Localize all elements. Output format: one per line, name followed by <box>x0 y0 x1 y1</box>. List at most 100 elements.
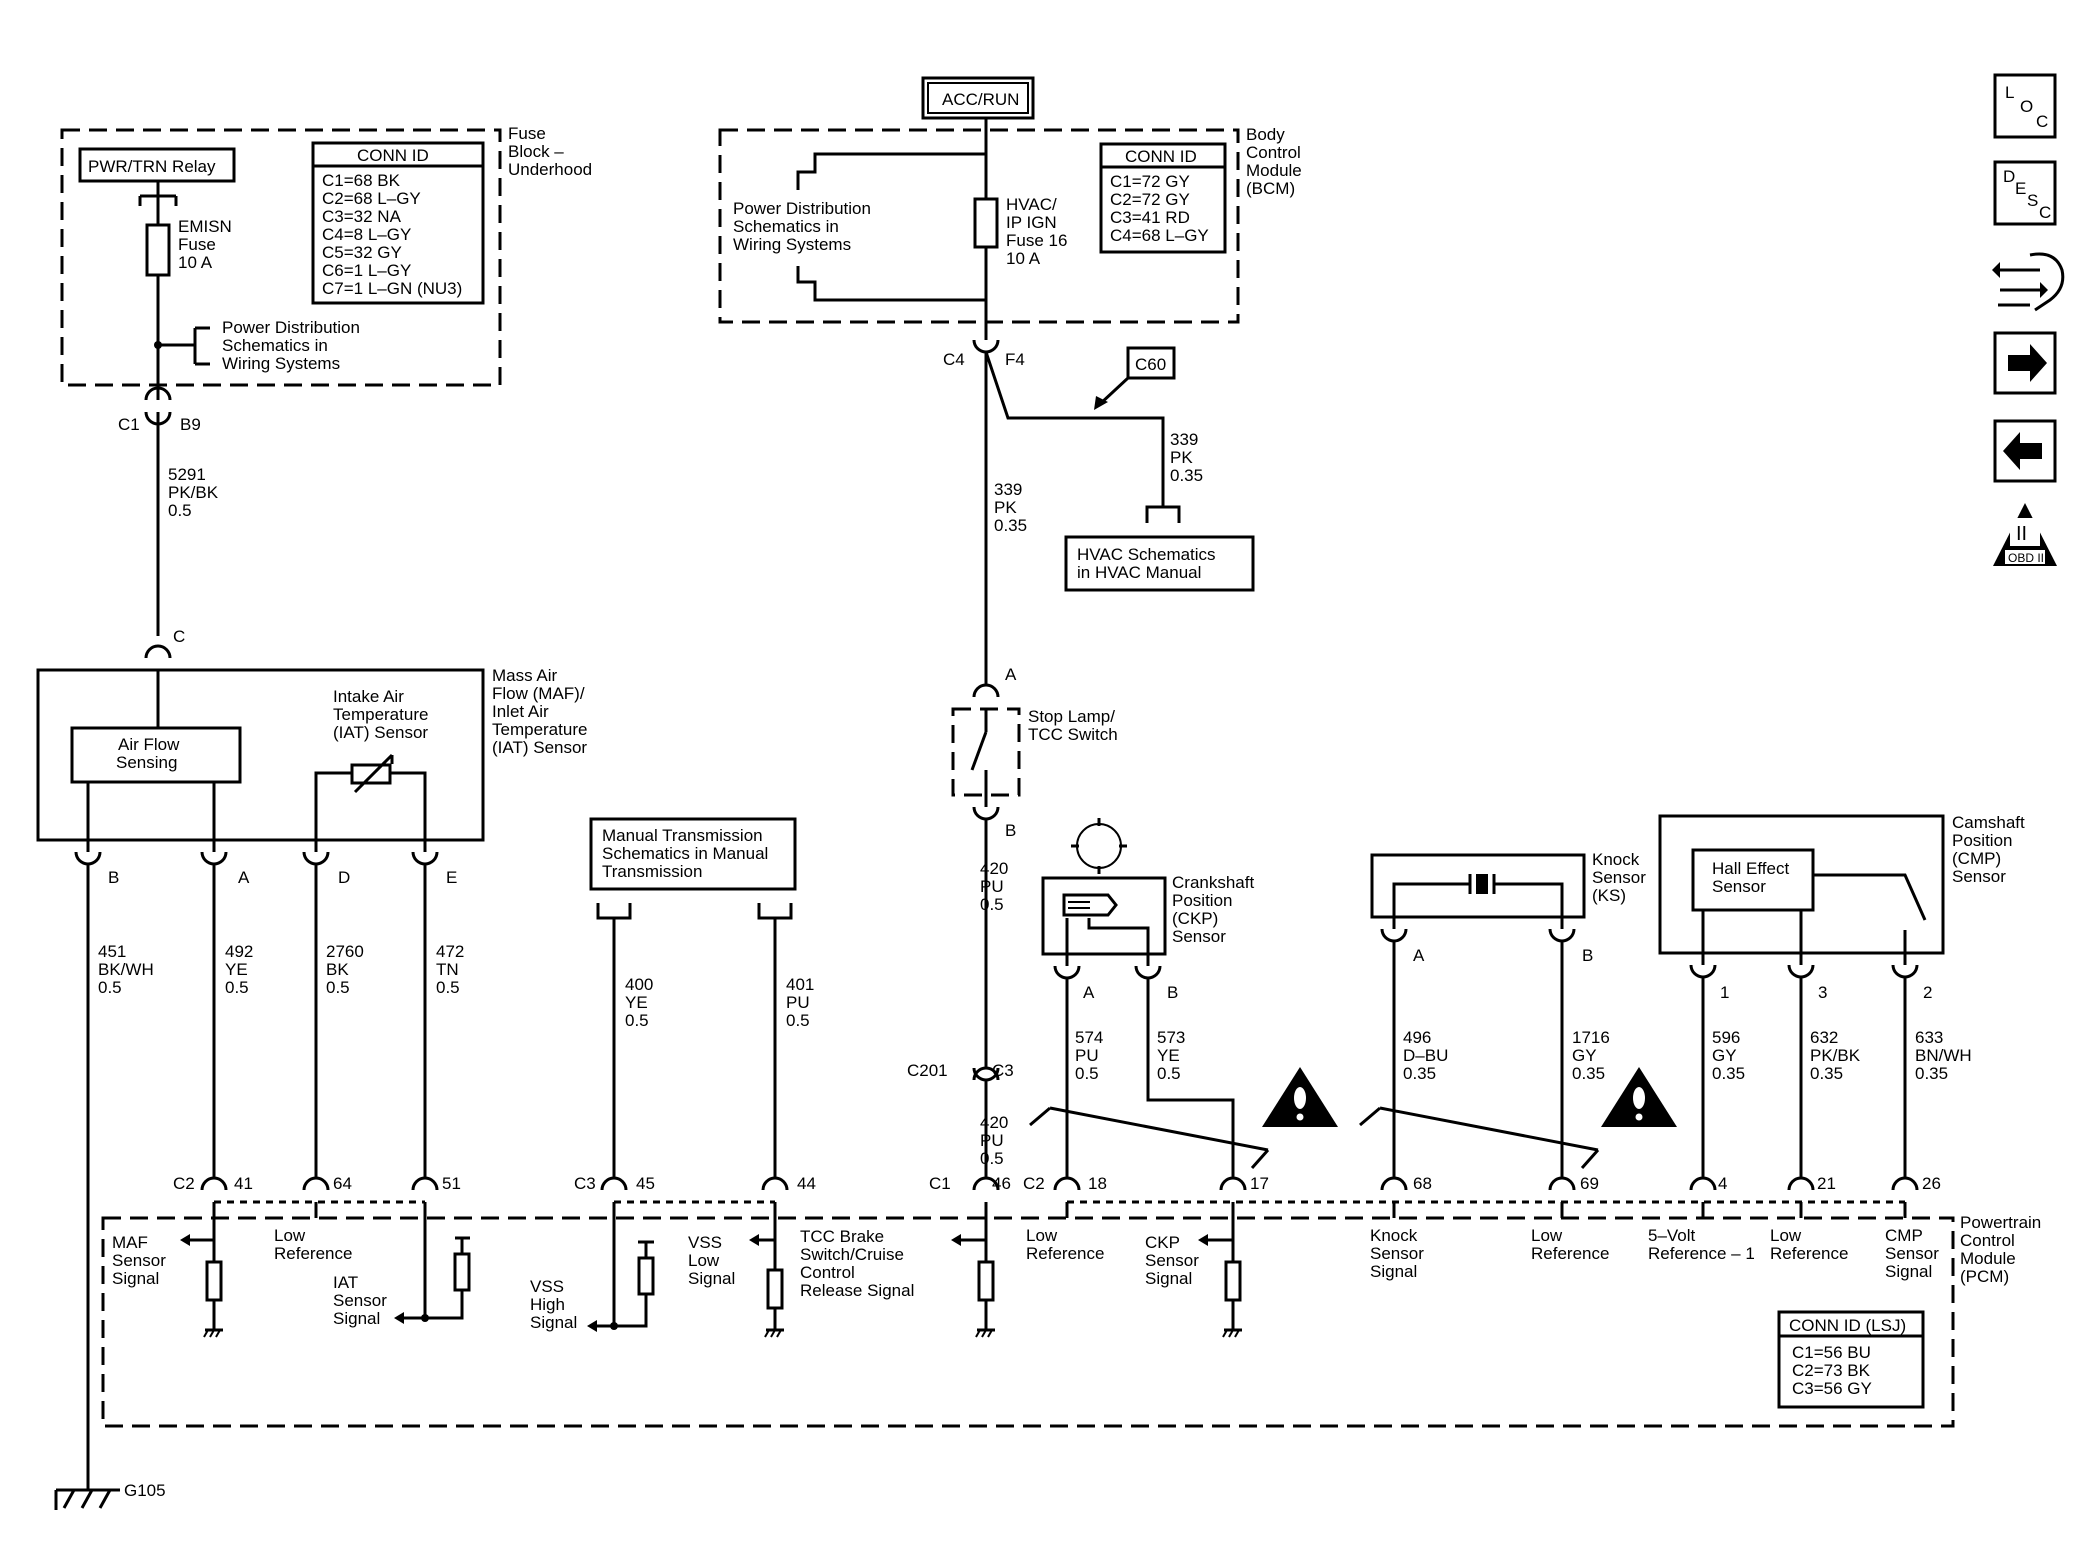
stop-lamp-pin-b: B <box>1005 821 1016 840</box>
fuse-block-pd-ref: Power Distribution Schematics in Wiring … <box>222 318 365 373</box>
maf-signal-label: MAF Sensor Signal <box>112 1233 171 1288</box>
pcm-pin-21: 21 <box>1817 1174 1836 1193</box>
fuse-block-conn-table <box>311 141 485 305</box>
stop-lamp-pin-a: A <box>1005 665 1017 684</box>
arrow-right-icon[interactable] <box>1993 331 2057 395</box>
fuse-block-title: Fuse Block – Underhood <box>508 124 592 179</box>
manual-transmission-ref <box>589 817 797 891</box>
wire-574-label: 574 PU 0.5 <box>1075 1028 1108 1083</box>
cmp-pin-1: 1 <box>1720 983 1729 1002</box>
c60-box <box>1126 346 1176 380</box>
arrow-left-icon[interactable] <box>1993 419 2057 483</box>
fuse-block-underhood: Fuse Block – Underhood PWR/TRN Relay EMI… <box>60 124 592 400</box>
c60-label: C60 <box>1135 355 1166 374</box>
cmp-signal-label: CMP Sensor Signal <box>1885 1226 1944 1281</box>
wire-451-label: 451 BK/WH 0.5 <box>98 942 158 997</box>
fuse-block-conn-list: C1=68 BK C2=68 L–GY C3=32 NA C4=8 L–GY C… <box>322 171 462 298</box>
desc-icon[interactable]: D E S C <box>1993 160 2057 226</box>
hvac-ref-label: HVAC Schematics in HVAC Manual <box>1077 545 1220 582</box>
component-location-icon <box>1076 823 1122 869</box>
pcm-pin-26: 26 <box>1922 1174 1941 1193</box>
loc-icon[interactable]: L O C <box>1993 73 2057 139</box>
low-reference-3-label: Low Reference <box>1531 1226 1609 1263</box>
pcm-c1-label: C1 <box>929 1174 951 1193</box>
pcm-connector-row: C2 41 64 51 C3 45 44 C1 46 C2 18 17 68 6… <box>173 1174 1941 1204</box>
ckp-sensor: Crankshaft Position (CKP) Sensor <box>1041 818 1259 956</box>
ckp-pin-b: B <box>1167 983 1178 1002</box>
stop-lamp-label: Stop Lamp/ TCC Switch <box>1028 707 1120 744</box>
wire-632-label: 632 PK/BK 0.35 <box>1810 1028 1865 1083</box>
manual-transmission-label: Manual Transmission Schematics in Manual… <box>602 826 773 881</box>
tcc-signal-label: TCC Brake Switch/Cruise Control Release … <box>800 1227 914 1300</box>
b9-label: B9 <box>180 415 201 434</box>
svg-text:L: L <box>2005 83 2014 102</box>
five-volt-reference-label: 5–Volt Reference – 1 <box>1648 1226 1755 1263</box>
fuse-block-conn-title: CONN ID <box>357 146 429 165</box>
iat-sensor-label: Intake Air Temperature (IAT) Sensor <box>333 687 433 742</box>
wire-400-label: 400 YE 0.5 <box>625 975 658 1030</box>
cmp-label: Camshaft Position (CMP) Sensor <box>1952 813 2029 886</box>
maf-pin-e: E <box>446 868 457 887</box>
svg-text:D: D <box>2003 167 2015 186</box>
ckp-signal-label: CKP Sensor Signal <box>1145 1233 1204 1288</box>
pcm-c3-label: C3 <box>574 1174 596 1193</box>
wire-1716-label: 1716 GY 0.35 <box>1572 1028 1615 1083</box>
cmp-pin-2: 2 <box>1923 983 1932 1002</box>
emisn-fuse-icon <box>145 223 171 277</box>
c201-label: C201 <box>907 1061 948 1080</box>
warning-icon <box>1262 1067 1338 1127</box>
svg-text:C: C <box>2036 112 2048 131</box>
body-control-module: Body Control Module (BCM) Power Distribu… <box>718 125 1302 324</box>
hvac-ip-ign-fuse-icon <box>973 197 999 249</box>
c1-label: C1 <box>118 415 140 434</box>
bcm-conn-title: CONN ID <box>1125 147 1197 166</box>
knock-sensor-label: Knock Sensor (KS) <box>1592 850 1651 905</box>
stop-lamp-tcc-switch: A B Stop Lamp/ TCC Switch <box>951 665 1120 840</box>
ks-pin-b: B <box>1582 946 1593 965</box>
connector-tool-icon[interactable] <box>1992 252 2065 312</box>
wire-472-label: 472 TN 0.5 <box>436 942 469 997</box>
bcm-conn-table <box>1099 142 1227 254</box>
svg-text:O: O <box>2020 97 2033 116</box>
pwr-trn-relay-label: PWR/TRN Relay <box>88 157 216 176</box>
air-flow-sensing-label: Air Flow Sensing <box>116 735 184 772</box>
cmp-pin-3: 3 <box>1818 983 1827 1002</box>
wire-420-lower-label: 420 PU 0.5 <box>980 1113 1013 1168</box>
wire-633-label: 633 BN/WH 0.35 <box>1915 1028 1976 1083</box>
pcm-pin-18: 18 <box>1088 1174 1107 1193</box>
resistor-icon <box>205 1260 223 1302</box>
wire-2760-label: 2760 BK 0.5 <box>326 942 369 997</box>
knock-signal-label: Knock Sensor Signal <box>1370 1226 1429 1281</box>
wire-420-upper-label: 420 PU 0.5 <box>980 859 1013 914</box>
knock-sensor: Knock Sensor (KS) <box>1370 850 1651 919</box>
emisn-fuse-label: EMISN Fuse 10 A <box>178 217 237 272</box>
warning-icon <box>1601 1067 1677 1127</box>
c4-f4-connector-icon <box>972 339 1000 354</box>
maf-sensor-title: Mass Air Flow (MAF)/ Inlet Air Temperatu… <box>492 666 592 757</box>
pcm-title: Powertrain Control Module (PCM) <box>1960 1213 2046 1286</box>
svg-text:S: S <box>2027 191 2038 210</box>
pcm-conn-list: C1=56 BU C2=73 BK C3=56 GY <box>1792 1343 1876 1398</box>
svg-text:OBD II: OBD II <box>2008 551 2044 565</box>
maf-pins: B A D E <box>74 840 457 887</box>
pcm-pin-69: 69 <box>1580 1174 1599 1193</box>
maf-connector-c-label: C <box>173 627 185 646</box>
maf-pin-d: D <box>338 868 350 887</box>
pcm-c2b-label: C2 <box>1023 1174 1045 1193</box>
svg-text:II: II <box>2016 523 2027 545</box>
acc-run-box <box>921 76 1035 120</box>
wire-5291-label: 5291 PK/BK 0.5 <box>168 465 223 520</box>
ckp-sensor-icon <box>1062 893 1118 917</box>
vss-high-label: VSS High Signal <box>530 1277 577 1332</box>
hall-effect-label: Hall Effect Sensor <box>1712 859 1794 896</box>
svg-text:E: E <box>2015 179 2026 198</box>
obd-ii-icon[interactable]: II OBD II <box>1993 503 2057 566</box>
vss-low-label: VSS Low Signal <box>688 1233 735 1288</box>
pcm-conn-table <box>1777 1310 1925 1409</box>
ckp-label: Crankshaft Position (CKP) Sensor <box>1172 873 1259 946</box>
pcm-pin-68: 68 <box>1413 1174 1432 1193</box>
ckp-pin-a: A <box>1083 983 1095 1002</box>
hvac-ref-box <box>1064 535 1255 592</box>
pcm-pin-64: 64 <box>333 1174 352 1193</box>
powertrain-control-module: Powertrain Control Module (PCM) <box>101 1202 2046 1428</box>
